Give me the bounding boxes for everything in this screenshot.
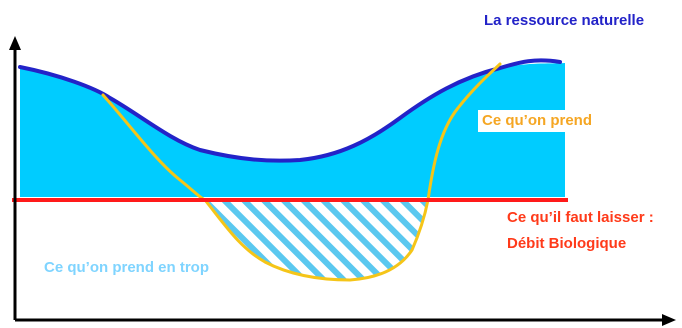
label-what-to-leave: Ce qu’il faut laisser :	[507, 209, 654, 226]
label-what-we-take: Ce qu’on prend	[478, 110, 596, 132]
resource-curve	[18, 58, 562, 163]
overtake-hatched-area	[205, 200, 428, 280]
withdrawn-flow-curve	[101, 62, 502, 282]
label-over-withdrawal: Ce qu’on prend en trop	[44, 259, 209, 276]
arrow-right-icon	[662, 314, 676, 326]
water-fill-area	[20, 63, 565, 197]
label-natural-resource: La ressource naturelle	[484, 12, 645, 29]
arrow-up-icon	[9, 36, 21, 50]
label-biological-flow: Débit Biologique	[507, 235, 627, 252]
